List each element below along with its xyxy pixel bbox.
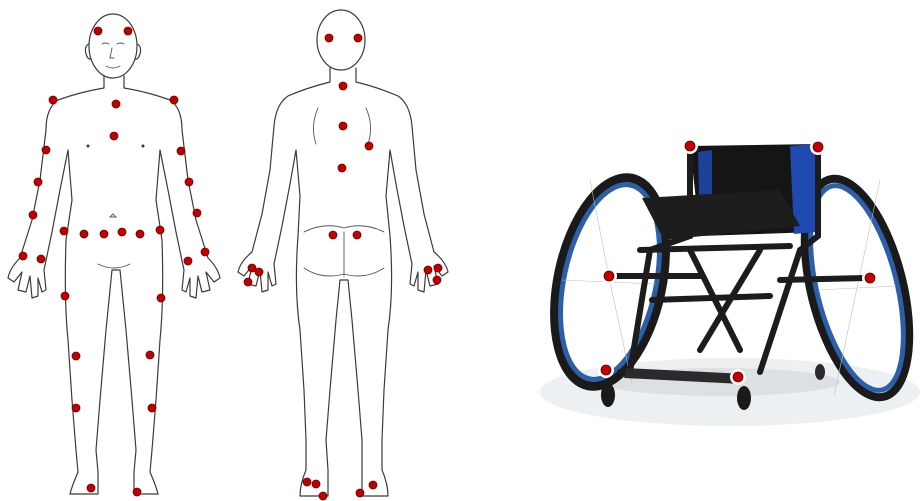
back-body-marker-11 xyxy=(244,278,252,286)
back-body-marker-13 xyxy=(434,264,442,272)
front-body-marker-21 xyxy=(136,230,144,238)
wheelchair-marker-6 xyxy=(733,372,743,382)
front-body-marker-19 xyxy=(100,230,108,238)
wheelchair-marker-1 xyxy=(685,141,695,151)
back-body-marker-18 xyxy=(369,481,377,489)
front-body-marker-20 xyxy=(118,228,126,236)
front-body-figure xyxy=(8,14,220,494)
front-body-marker-1 xyxy=(94,27,102,35)
back-body-marker-6 xyxy=(338,164,346,172)
front-body-marker-23 xyxy=(61,292,69,300)
front-body-marker-8 xyxy=(177,147,185,155)
front-body-marker-15 xyxy=(201,248,209,256)
front-body-marker-9 xyxy=(34,178,42,186)
front-body-marker-16 xyxy=(184,257,192,265)
front-body-marker-17 xyxy=(60,227,68,235)
back-body-marker-7 xyxy=(329,231,337,239)
front-body-marker-14 xyxy=(37,255,45,263)
front-body-marker-5 xyxy=(170,96,178,104)
front-body-marker-29 xyxy=(87,484,95,492)
back-body-marker-19 xyxy=(133,488,141,496)
back-body-marker-10 xyxy=(255,268,263,276)
front-body-marker-27 xyxy=(72,404,80,412)
wheelchair-marker-4 xyxy=(865,273,875,283)
front-body-markers xyxy=(19,27,209,492)
front-body-marker-26 xyxy=(146,351,154,359)
back-body-marker-4 xyxy=(339,122,347,130)
front-body-marker-10 xyxy=(185,178,193,186)
back-body-marker-12 xyxy=(424,266,432,274)
wheelchair-marker-3 xyxy=(604,271,614,281)
front-body-marker-11 xyxy=(29,211,37,219)
back-body-markers xyxy=(133,34,442,500)
back-body-marker-2 xyxy=(354,34,362,42)
front-body-marker-6 xyxy=(110,132,118,140)
back-body-marker-15 xyxy=(303,478,311,486)
back-body-marker-3 xyxy=(339,82,347,90)
front-body-marker-24 xyxy=(157,294,165,302)
back-body-marker-1 xyxy=(325,34,333,42)
back-body-marker-17 xyxy=(356,489,364,497)
front-body-marker-2 xyxy=(124,27,132,35)
front-body-marker-28 xyxy=(148,404,156,412)
front-body-marker-25 xyxy=(72,352,80,360)
front-body-marker-12 xyxy=(193,209,201,217)
back-body-marker-20 xyxy=(312,480,320,488)
back-body-marker-8 xyxy=(353,231,361,239)
back-body-marker-14 xyxy=(433,276,441,284)
front-body-marker-18 xyxy=(80,230,88,238)
back-body-marker-16 xyxy=(319,492,327,500)
front-body-marker-3 xyxy=(112,100,120,108)
wheelchair-marker-2 xyxy=(813,142,823,152)
front-body-marker-7 xyxy=(42,146,50,154)
back-body-marker-5 xyxy=(365,142,373,150)
wheelchair-marker-5 xyxy=(601,365,611,375)
front-body-marker-13 xyxy=(19,252,27,260)
front-body-marker-22 xyxy=(156,226,164,234)
front-body-marker-4 xyxy=(49,96,57,104)
